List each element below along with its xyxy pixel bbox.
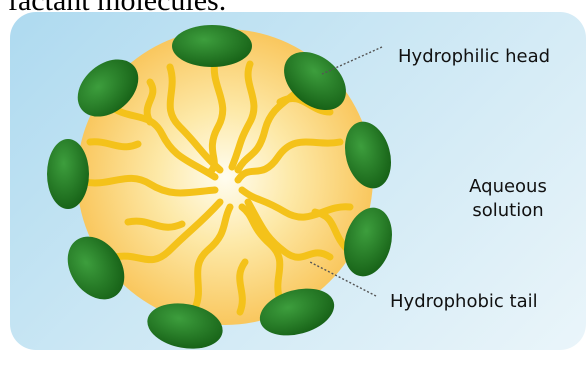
aqueous-line-1: Aqueous xyxy=(446,175,570,199)
hydrophobic-tail-label: Hydrophobic tail xyxy=(390,291,538,312)
head-top xyxy=(172,25,252,67)
micelle-figure-panel: Hydrophilic head Aqueous solution Hydrop… xyxy=(10,12,586,350)
head-left xyxy=(47,139,89,209)
hydrophilic-head-label: Hydrophilic head xyxy=(398,46,550,67)
aqueous-solution-label: Aqueous solution xyxy=(446,175,570,223)
aqueous-line-2: solution xyxy=(446,199,570,223)
